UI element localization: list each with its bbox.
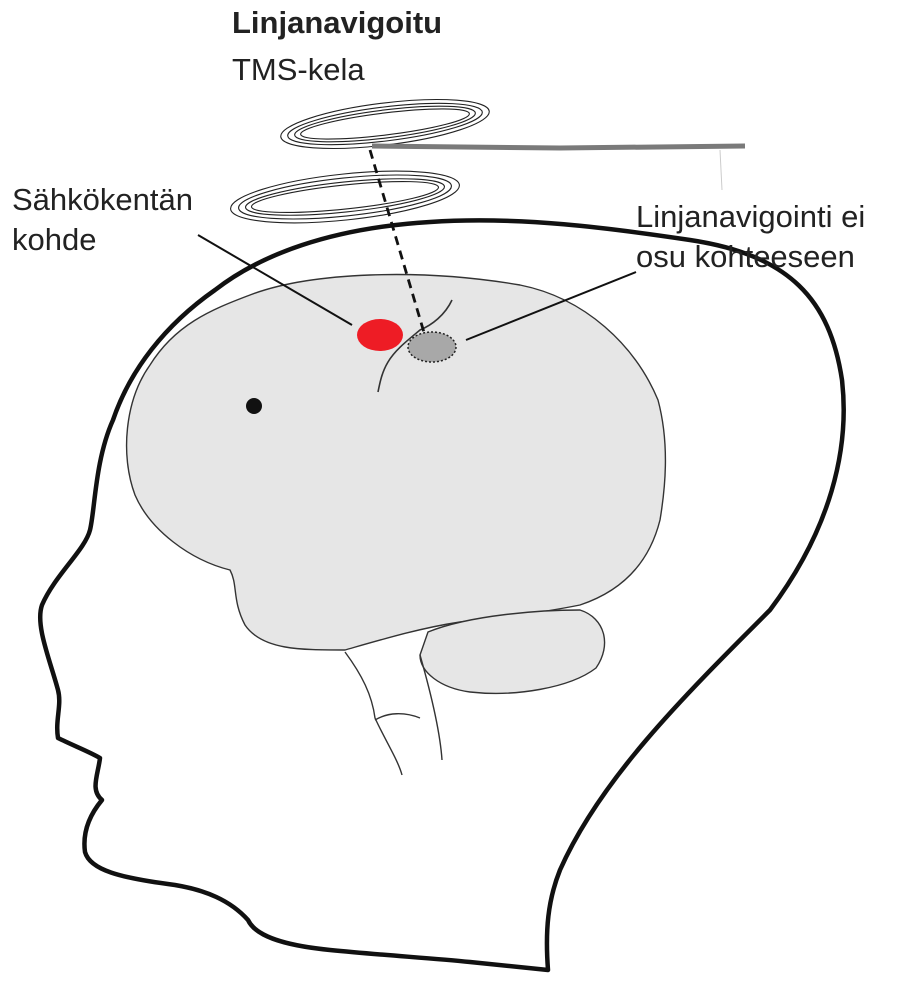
label-miss-line-1: Linjanavigointi ei — [636, 197, 865, 237]
marker-dot — [246, 398, 262, 414]
tms-coil-handle — [372, 146, 745, 148]
label-target: Sähkökentän kohde — [12, 180, 193, 260]
label-miss: Linjanavigointi ei osu kohteeseen — [636, 197, 865, 277]
coil-subtitle: TMS-kela — [232, 50, 365, 90]
brain-stem-base — [375, 714, 420, 720]
label-miss-line-2: osu kohteeseen — [636, 237, 865, 277]
coil-title: Linjanavigoitu — [232, 3, 442, 43]
label-target-line-2: kohde — [12, 220, 193, 260]
label-target-line-1: Sähkökentän — [12, 180, 193, 220]
miss-spot — [408, 332, 456, 362]
target-spot — [357, 319, 403, 351]
